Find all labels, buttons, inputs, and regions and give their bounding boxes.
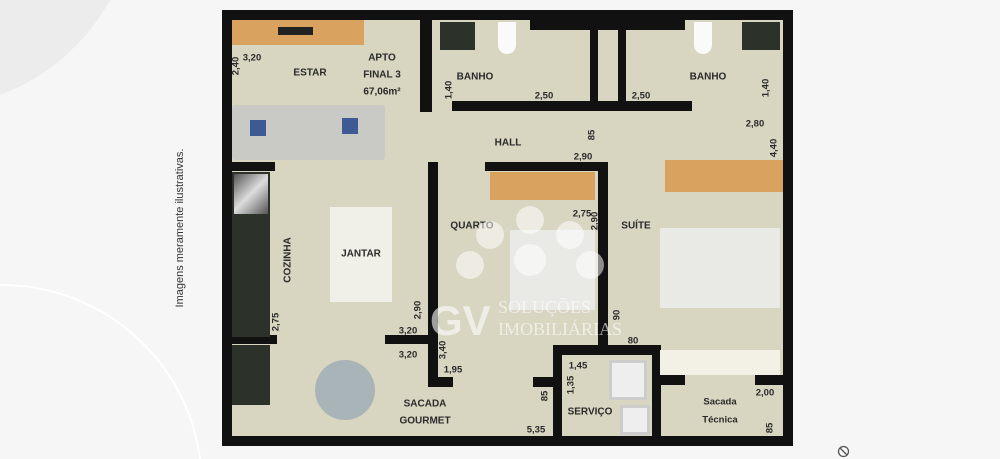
room-label-sacada-gourmet: SACADA (403, 398, 447, 410)
toilet-left (498, 22, 516, 54)
dimension: 2,80 (745, 118, 765, 130)
dimension: 90 (611, 309, 623, 321)
laundry-sink (620, 405, 650, 435)
dimension: 2,50 (631, 90, 651, 102)
dimension: 3,20 (398, 349, 418, 361)
wall (428, 162, 438, 387)
wall (590, 20, 598, 102)
dimension: 4,40 (768, 138, 780, 158)
room-label-estar: ESTAR (293, 67, 327, 79)
unit-label: FINAL 3 (363, 69, 401, 81)
wall (660, 375, 685, 385)
wall (652, 345, 661, 446)
dimension: 3,40 (437, 340, 449, 360)
dimension: 5,35 (526, 424, 546, 436)
wall (428, 377, 453, 387)
room-label-cozinha: COZINHA (282, 237, 294, 283)
wardrobe (490, 172, 595, 200)
dimension: 2,75 (572, 208, 592, 220)
background-shape (0, 0, 110, 95)
dimension: 1,40 (443, 80, 455, 100)
wall (222, 162, 275, 171)
refrigerator (234, 174, 268, 214)
dimension: 1,35 (565, 375, 577, 395)
side-note: Imagens meramente ilustrativas. (174, 148, 186, 308)
desk (660, 350, 780, 375)
dining-table (330, 207, 392, 302)
bed-quarto (510, 230, 595, 310)
wall (420, 10, 432, 112)
room-label-quarto: QUARTO (450, 220, 494, 232)
dimension: 2,50 (534, 90, 554, 102)
wall (598, 162, 608, 347)
room-label-sacada-tecnica: Técnica (702, 414, 738, 426)
room-label-servico: SERVIÇO (567, 406, 613, 418)
cushion (250, 120, 266, 136)
toilet-right (694, 22, 712, 54)
unit-area: 67,06m² (363, 86, 401, 98)
cushion (342, 118, 358, 134)
bed-suite (660, 228, 780, 308)
wall (618, 20, 626, 102)
wall (222, 335, 277, 344)
room-label-sacada-gourmet: GOURMET (399, 415, 451, 427)
dimension: 3,20 (398, 325, 418, 337)
washing-machine (609, 360, 647, 400)
room-label-jantar: JANTAR (341, 248, 381, 260)
round-table (315, 360, 375, 420)
room-label-sacada-tecnica: Sacada (703, 396, 737, 408)
sink-right (742, 22, 780, 50)
dimension: 2,90 (412, 300, 424, 320)
room-label-hall: HALL (494, 137, 522, 149)
dimension: 2,90 (589, 211, 601, 231)
room-label-banho: BANHO (456, 71, 494, 83)
unit-label: APTO (368, 52, 396, 64)
dimension: 1,40 (760, 78, 772, 98)
dimension: 80 (627, 335, 639, 347)
background-curve (0, 283, 201, 459)
dimension: 85 (586, 129, 598, 141)
dimension: 1,45 (568, 360, 588, 372)
dimension: 2,75 (270, 312, 282, 332)
no-symbol-icon[interactable] (837, 445, 850, 458)
room-label-banho: BANHO (689, 71, 727, 83)
wall (530, 20, 685, 30)
gourmet-counter (232, 345, 270, 405)
wall (553, 345, 562, 446)
wall (452, 101, 692, 111)
dimension: 1,95 (443, 364, 463, 376)
wardrobe-suite (665, 160, 783, 192)
wall (485, 162, 605, 171)
wall (755, 375, 783, 385)
dimension: 3,20 (242, 52, 262, 64)
wall (533, 377, 560, 387)
dimension: 85 (539, 390, 551, 402)
dimension: 2,90 (573, 151, 593, 163)
tv (278, 27, 313, 35)
dimension: 2,40 (230, 56, 242, 76)
dimension: 85 (764, 422, 776, 434)
wall (553, 345, 660, 355)
sink-left (440, 22, 475, 50)
dimension: 2,00 (755, 387, 775, 399)
room-label-suite: SUÍTE (621, 220, 651, 232)
wall (385, 335, 438, 344)
